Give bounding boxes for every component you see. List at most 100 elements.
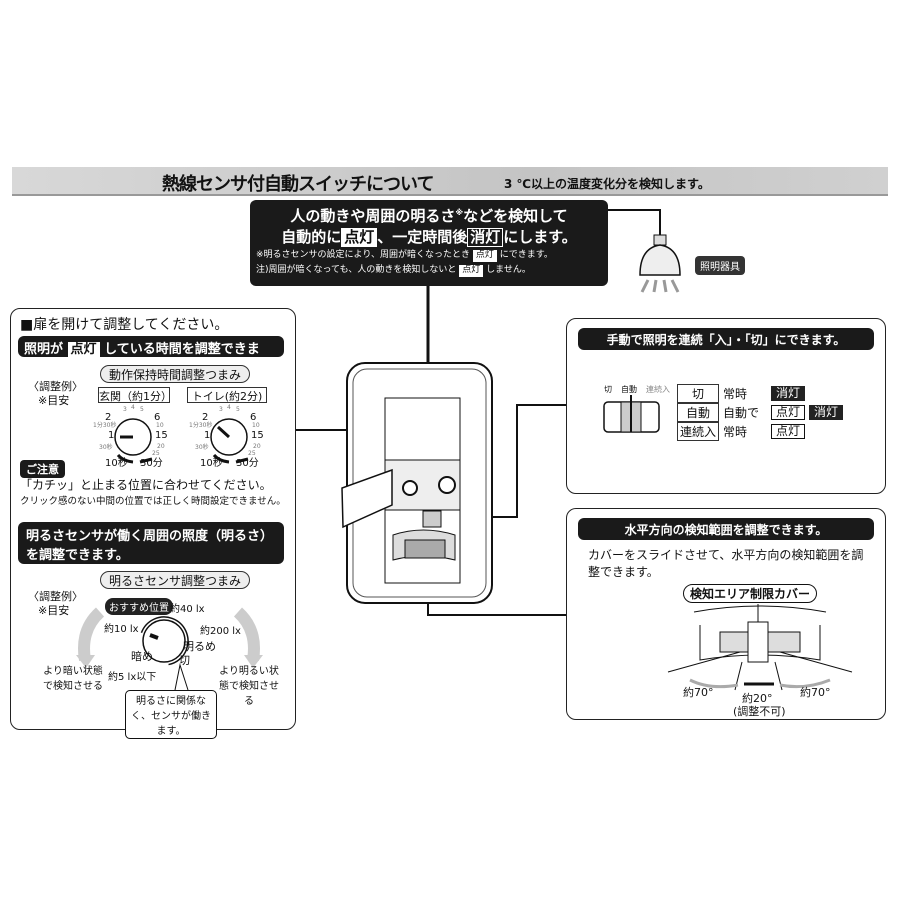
lamp-label: 照明器具: [695, 256, 745, 275]
tick-label: 25: [152, 450, 160, 457]
guide-label: ※目安: [38, 394, 70, 407]
page-title: 熱線センサ付自動スイッチについて: [162, 174, 434, 195]
timer-knob-label: 動作保持時間調整つまみ: [100, 365, 250, 383]
tick-label: 3: [123, 406, 127, 413]
on-tag: 点灯: [459, 264, 484, 277]
example-label: 〈調整例〉: [28, 590, 83, 603]
header-band: 熱線センサ付自動スイッチについて 3 ℃以上の温度変化分を検知します。: [12, 167, 888, 196]
tick-label: 2: [202, 412, 209, 423]
mode-label: 自動: [677, 403, 719, 422]
dial-2-label: トイレ(約2分): [187, 387, 267, 403]
mode-row: 自動自動で点灯消灯: [677, 403, 844, 422]
brightness-knob-label: 明るさセンサ調整つまみ: [100, 571, 250, 589]
mode-row: 切常時 消灯: [677, 384, 843, 403]
tick-label: 30秒: [99, 444, 113, 451]
on-tag: 点灯: [67, 342, 100, 359]
manual-switch-icon: [603, 395, 660, 433]
main-callout: 人の動きや周囲の明るさ※などを検知して 自動的に点灯、一定時間後消灯にします。 …: [250, 200, 608, 286]
state-tag: 点灯: [771, 423, 806, 440]
lux-label: 約5 lx以下: [108, 672, 157, 683]
switch-device-illustration: [341, 362, 493, 604]
tick-label: 10秒: [200, 458, 223, 469]
off-tag: 消灯: [467, 228, 504, 247]
caution-text: 「カチッ」と止まる位置に合わせてください。: [20, 478, 272, 492]
callout-text: 自動的に: [281, 228, 342, 246]
tick-label: 15: [155, 430, 168, 441]
example-label: 〈調整例〉: [28, 380, 83, 393]
state-tag: 消灯: [771, 385, 806, 402]
state-tag: 点灯: [771, 404, 806, 421]
off-label: 切: [179, 654, 190, 667]
lux-label: 約200 lx: [200, 626, 241, 637]
tick-label: 1分30秒: [189, 422, 213, 429]
tick-label: 10: [156, 422, 164, 429]
manual-bar: 手動で照明を連続「入」・「切」にできます。: [578, 328, 874, 350]
recommended-badge: おすすめ位置: [105, 598, 173, 615]
lamp-icon: [639, 234, 681, 293]
callout-text: にします。: [503, 228, 577, 246]
tick-label: 15: [251, 430, 264, 441]
manual-mode-table: 切常時消灯自動自動で点灯消灯連続入常時点灯: [677, 384, 844, 441]
tick-label: 2: [105, 412, 112, 423]
on-tag: 点灯: [472, 250, 497, 262]
angle-left: 約70°: [683, 686, 714, 699]
tick-label: 30分: [140, 458, 163, 469]
bar-text: 照明が: [24, 342, 64, 357]
timer-bar: 照明が 点灯 している時間を調整できます。: [18, 336, 284, 377]
tick-label: 1: [204, 430, 211, 441]
range-desc: カバーをスライドさせて、水平方向の検知範囲を調整できます。: [588, 548, 864, 579]
tick-label: 6: [250, 412, 257, 423]
guide-label: ※目安: [38, 604, 70, 617]
switch-label: 自動: [621, 385, 637, 394]
lux-label: 約10 lx: [104, 624, 139, 635]
tick-label: 30秒: [195, 444, 209, 451]
cover-label: 検知エリア制限カバー: [683, 584, 818, 603]
tick-label: 5: [140, 406, 144, 413]
dial-1-icon: [114, 418, 153, 464]
callout-text: 、一定時間後: [377, 228, 468, 246]
range-bar: 水平方向の検知範囲を調整できます。: [578, 518, 874, 540]
detection-range-icon: [667, 604, 853, 691]
off-note: 明るさに関係なく、センサが働きます。: [125, 690, 217, 739]
angle-center-note: (調整不可): [733, 705, 786, 718]
tick-label: 20: [157, 443, 165, 450]
bright-label: 明るめ: [183, 640, 216, 653]
note-text: にできます。: [499, 250, 553, 260]
darker-label: より暗い状態で検知させる: [43, 666, 103, 692]
note-text: ※明るさセンサの設定により、周囲が暗くなったとき: [256, 250, 471, 260]
tick-label: 4: [131, 404, 135, 411]
tick-label: 20: [253, 443, 261, 450]
note-mark: ※: [455, 208, 464, 217]
dial-1-label: 玄関（約1分）: [98, 387, 172, 403]
note-text: 注)周囲が暗くなっても、人の動きを検知しないと: [256, 264, 457, 275]
mode-desc: 自動で: [723, 406, 760, 420]
lux-label: 約40 lx: [170, 604, 205, 615]
callout-text: などを検知して: [463, 207, 568, 225]
tick-label: 3: [219, 406, 223, 413]
angle-right: 約70°: [800, 686, 831, 699]
caution-badge: ご注意: [20, 460, 65, 478]
range-panel: [566, 508, 886, 720]
angle-center: 約20°: [742, 692, 773, 705]
tick-label: 25: [248, 450, 256, 457]
callout-text: 人の動きや周囲の明るさ: [290, 207, 456, 225]
panel-heading: ■扉を開けて調整してください。: [20, 317, 229, 333]
tick-label: 6: [154, 412, 161, 423]
manual-panel: [566, 318, 886, 494]
tick-label: 1分30秒: [93, 422, 117, 429]
tick-label: 1: [108, 430, 115, 441]
tick-label: 4: [227, 404, 231, 411]
dial-2-icon: [210, 418, 249, 464]
switch-label: 切: [604, 385, 612, 394]
tick-label: 10秒: [105, 458, 128, 469]
dark-label: 暗め: [131, 650, 153, 663]
note-text: しません。: [486, 264, 531, 275]
bar-text: している時間を調整できます。: [24, 342, 260, 378]
mode-label: 切: [677, 384, 719, 403]
switch-label: 連続入: [646, 385, 670, 394]
state-tag: 消灯: [809, 404, 844, 421]
brightness-dial-icon: [76, 607, 263, 691]
mode-label: 連続入: [677, 422, 719, 441]
mode-desc: 常時: [723, 387, 748, 401]
